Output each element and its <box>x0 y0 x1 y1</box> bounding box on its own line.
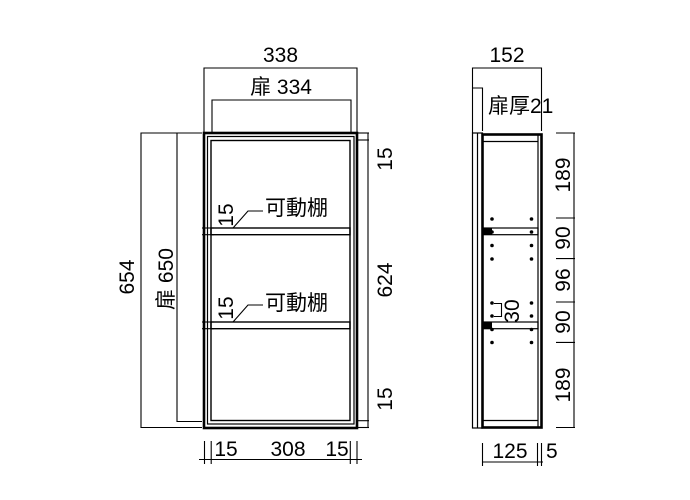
interior-height-label: 624 <box>374 262 397 297</box>
side-dim-label-4: 90 <box>552 310 575 333</box>
shelf-1-thickness-dim: 15 <box>202 203 238 236</box>
shelf-1-thickness-label: 15 <box>215 203 238 226</box>
side-dim-label-3: 96 <box>552 268 575 291</box>
door-thickness-dim: 扉厚21 <box>472 87 553 131</box>
overall-depth-dim: 152 <box>471 44 543 133</box>
back-panel-dim-label: 5 <box>546 440 558 463</box>
top-panel-dim-label: 15 <box>374 147 397 170</box>
overall-width-label: 338 <box>263 44 298 67</box>
door-height-dim: 扉 650 <box>155 132 202 423</box>
door-width-label: 扉 334 <box>250 76 312 99</box>
interior-width-label: 308 <box>270 438 305 461</box>
door-outline <box>206 135 355 425</box>
overall-depth-label: 152 <box>489 44 524 67</box>
shelf-1-side <box>483 227 539 236</box>
hole-pitch-label: 30 <box>501 299 524 322</box>
side-dim-label-2: 90 <box>552 226 575 249</box>
shelf-2-front-edge <box>484 322 492 329</box>
interior-cavity <box>210 139 351 422</box>
shelf-1-callout: 可動棚 <box>232 197 328 229</box>
adjustable-shelf-label-2: 可動棚 <box>265 292 328 315</box>
shelf-2-thickness-dim: 15 <box>202 296 238 330</box>
door-thickness-label: 扉厚21 <box>488 95 553 118</box>
side-body-outline <box>481 133 543 429</box>
front-right-dim-chain: 15 624 15 <box>358 132 397 429</box>
body-depth-label: 125 <box>492 440 527 463</box>
overall-height-dim: 654 <box>116 132 202 429</box>
side-view: 30 152 扉厚21 189 90 96 90 189 <box>471 44 575 466</box>
front-view: 15 15 可動棚 可動棚 338 扉 334 654 <box>116 44 397 464</box>
cabinet-outline <box>202 131 359 430</box>
shelf-1-front-edge <box>484 228 492 235</box>
shelf-1 <box>210 227 351 236</box>
hole-pitch-dim: 30 <box>494 299 524 323</box>
side-dim-label-1: 189 <box>552 157 575 192</box>
adjustable-shelf-label-1: 可動棚 <box>265 197 328 220</box>
shelf-2-thickness-label: 15 <box>215 296 238 319</box>
right-panel-dim-label: 15 <box>325 438 348 461</box>
shelf-2-callout: 可動棚 <box>232 292 328 323</box>
side-bottom-dim-chain: 125 5 <box>481 440 558 466</box>
front-bottom-dim-chain: 15 308 15 <box>199 438 362 464</box>
overall-height-label: 654 <box>116 259 139 294</box>
door-height-label: 扉 650 <box>155 248 178 310</box>
bottom-panel-dim-label: 15 <box>374 387 397 410</box>
side-dim-label-5: 189 <box>552 367 575 402</box>
leader-line <box>232 304 263 323</box>
shelf-pin-holes <box>490 217 534 345</box>
leader-line <box>232 210 263 229</box>
side-right-dim-chain: 189 90 96 90 189 <box>552 132 575 429</box>
left-panel-dim-label: 15 <box>214 438 237 461</box>
door-width-dim: 扉 334 <box>211 76 352 132</box>
shelf-2 <box>210 321 351 330</box>
overall-width-dim: 338 <box>203 44 358 132</box>
shelf-2-side <box>483 321 539 330</box>
